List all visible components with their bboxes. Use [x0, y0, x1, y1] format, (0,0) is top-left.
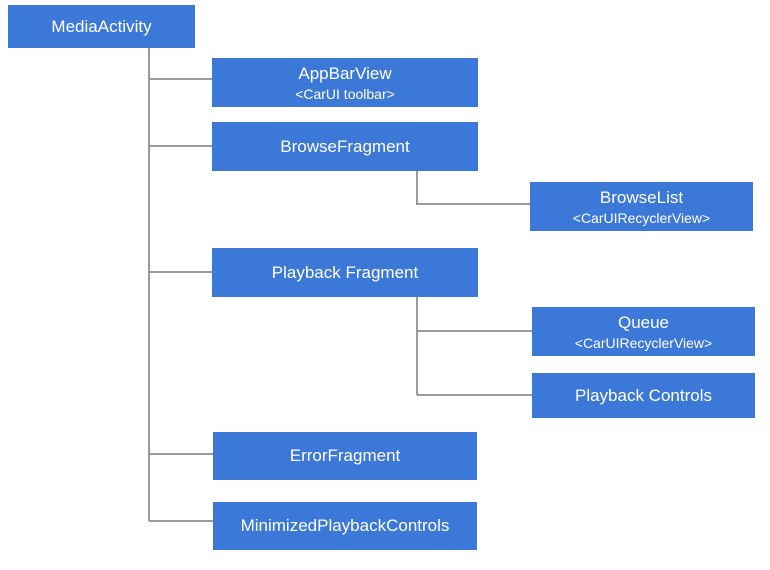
connector-browse-fragment-to-browse-list: [416, 171, 530, 205]
node-browse-fragment-label: BrowseFragment: [280, 136, 410, 156]
node-queue: Queue <CarUIRecyclerView>: [532, 307, 755, 356]
node-minimized-playback-controls: MinimizedPlaybackControls: [213, 502, 477, 550]
node-browse-list: BrowseList <CarUIRecyclerView>: [530, 182, 753, 231]
node-playback-controls: Playback Controls: [532, 373, 755, 418]
node-playback-fragment: Playback Fragment: [212, 248, 478, 297]
node-app-bar-view: AppBarView <CarUI toolbar>: [212, 58, 478, 107]
node-queue-sublabel: <CarUIRecyclerView>: [574, 334, 713, 351]
node-browse-list-label: BrowseList: [599, 187, 684, 207]
node-media-activity: MediaActivity: [8, 5, 195, 48]
node-playback-controls-label: Playback Controls: [574, 385, 712, 405]
node-error-fragment-label: ErrorFragment: [289, 446, 401, 465]
node-app-bar-view-label: AppBarView: [298, 63, 392, 83]
node-playback-fragment-label: Playback Fragment: [271, 262, 419, 282]
node-minimized-playback-controls-label: MinimizedPlaybackControls: [240, 516, 450, 535]
node-media-activity-label: MediaActivity: [51, 16, 152, 36]
node-queue-label: Queue: [617, 312, 670, 332]
node-error-fragment: ErrorFragment: [213, 432, 477, 480]
node-browse-fragment: BrowseFragment: [212, 122, 478, 171]
node-app-bar-view-sublabel: <CarUI toolbar>: [295, 85, 395, 102]
node-browse-list-sublabel: <CarUIRecyclerView>: [572, 209, 711, 226]
